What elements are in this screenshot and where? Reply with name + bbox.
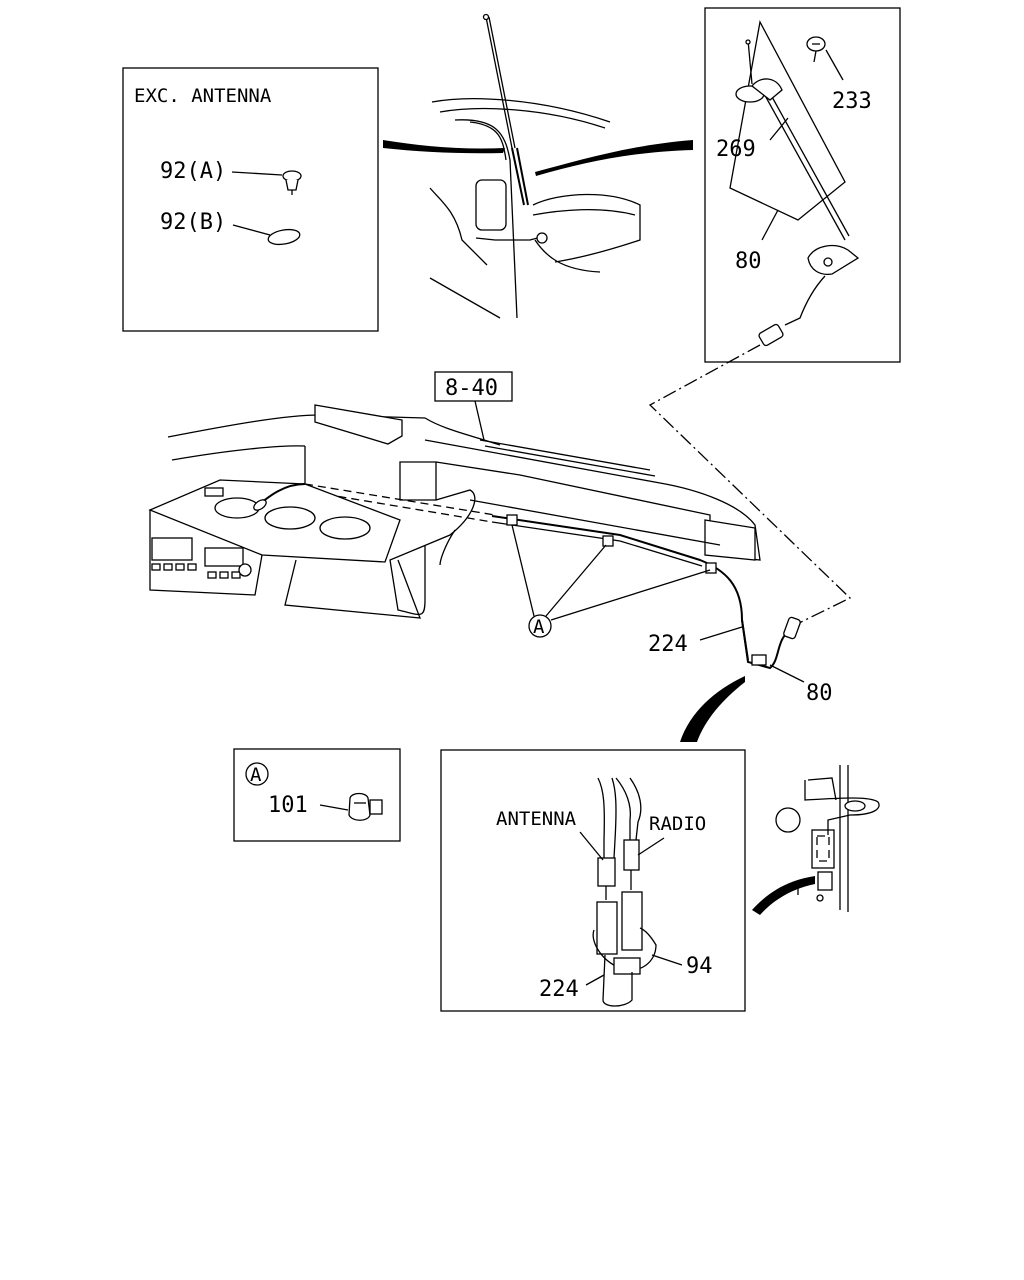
clip-screw-92a <box>282 170 302 195</box>
right-duct-block <box>704 519 756 561</box>
label-233: 233 <box>832 89 872 114</box>
car-exterior-view <box>383 13 693 319</box>
connection-line-antenna <box>648 344 852 626</box>
bottom-mount <box>807 244 860 276</box>
pointer-arrow-down <box>680 676 745 742</box>
bolt-233 <box>806 36 826 63</box>
pillar-connector <box>817 871 833 891</box>
label-80-leader <box>761 209 779 241</box>
clip-101 <box>348 792 383 821</box>
antenna-mount-inset: 233 269 80 <box>704 7 901 363</box>
clip-inset-frame <box>233 748 401 842</box>
antenna-mount-inset-frame <box>704 7 901 363</box>
label-224-leader-inset <box>585 974 605 986</box>
connector-inset: ANTENNA RADIO 94 224 <box>440 749 746 1012</box>
radio-label: RADIO <box>649 813 706 835</box>
defroster-vent <box>314 404 403 445</box>
label-94: 94 <box>686 954 713 979</box>
radio-label-leader <box>637 837 665 856</box>
part-92b-label: 92(B) <box>160 210 226 235</box>
connector-socket-antenna <box>596 901 618 955</box>
exc-antenna-inset: EXC. ANTENNA 92(A) 92(B) <box>122 67 379 332</box>
holder-94 <box>613 957 641 975</box>
clip-inset-marker <box>245 762 269 786</box>
radio-knob <box>238 563 252 577</box>
clip-inset: A 101 <box>233 748 401 842</box>
left-duct-block <box>399 461 437 501</box>
label-80-leader-main <box>769 664 805 683</box>
pointer-arrow-right <box>535 140 693 176</box>
clip-marker-a-letter: A <box>533 616 545 638</box>
antenna-mast <box>485 16 513 149</box>
dashboard-view: 8-40 <box>148 371 833 742</box>
pointer-arrow-left <box>383 140 505 154</box>
antenna-cable-plug <box>758 323 784 347</box>
radio-plug <box>623 839 640 871</box>
label-224-inset: 224 <box>539 977 579 1002</box>
label-94-leader <box>651 954 683 966</box>
part-101-leader <box>319 804 349 811</box>
label-233-leader <box>825 49 844 81</box>
label-80-main: 80 <box>806 681 833 706</box>
radio-display-left <box>151 537 193 561</box>
plug-92b <box>267 228 301 246</box>
part-92a-leader <box>231 171 283 176</box>
exc-antenna-inset-frame <box>122 67 379 332</box>
antenna-label-leader <box>579 831 604 861</box>
label-269-leader <box>769 117 789 141</box>
part-92b-leader <box>232 224 271 236</box>
label-80-top: 80 <box>735 249 762 274</box>
connector-socket-radio <box>621 891 643 951</box>
part-101-label: 101 <box>268 793 308 818</box>
ref-box-label: 8-40 <box>445 376 498 401</box>
ref-box-8-40 <box>434 371 513 402</box>
antenna-plug <box>597 857 616 887</box>
part-92a-label: 92(A) <box>160 159 226 184</box>
cable-joint <box>783 616 801 640</box>
pillar-detail <box>752 765 880 915</box>
clip-marker-a <box>528 614 552 638</box>
exc-antenna-title: EXC. ANTENNA <box>134 85 272 107</box>
clip-inset-marker-letter: A <box>250 764 262 786</box>
pillar-slot <box>811 829 835 869</box>
pointer-arrow-pillar <box>752 876 815 915</box>
antenna-label: ANTENNA <box>496 808 577 830</box>
radio-top-panel <box>148 479 401 563</box>
label-224-leader <box>699 626 743 641</box>
radio-display-right <box>204 547 244 567</box>
connector-inset-frame <box>440 749 746 1012</box>
label-269: 269 <box>716 137 756 162</box>
label-224: 224 <box>648 632 688 657</box>
side-mirror <box>475 179 507 231</box>
